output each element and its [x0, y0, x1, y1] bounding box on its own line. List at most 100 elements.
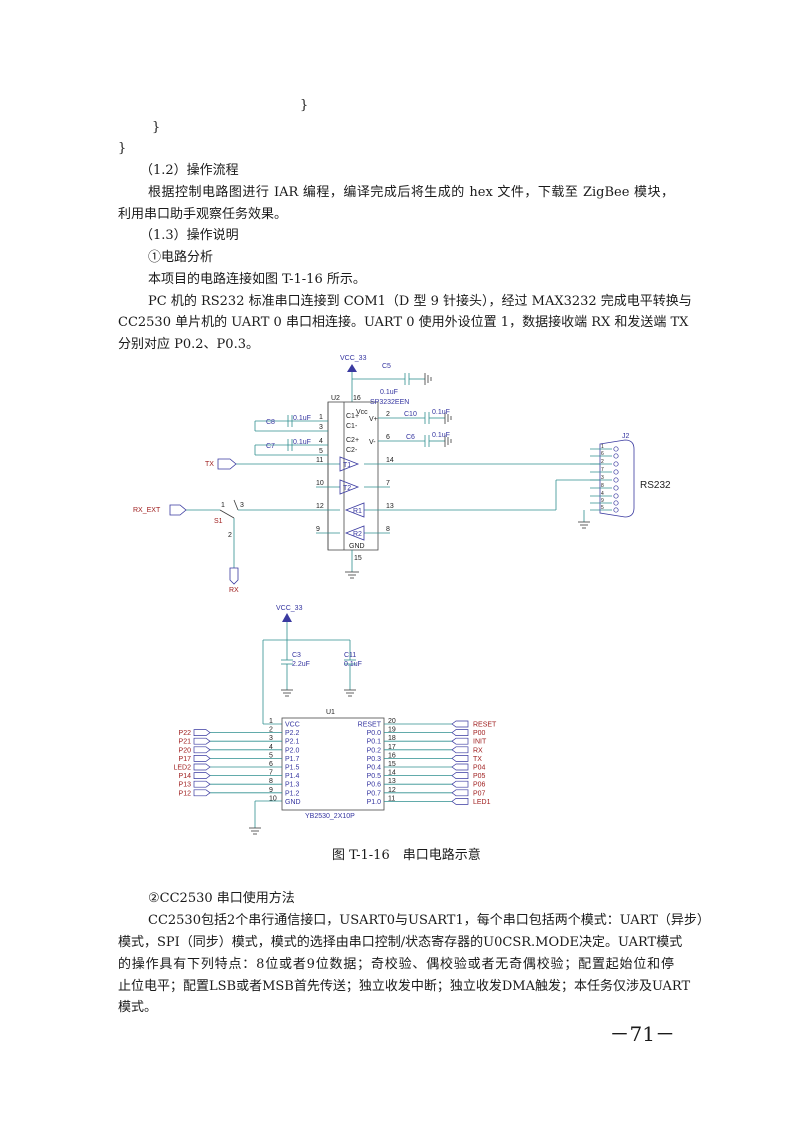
db9-pin-number: 9: [601, 498, 604, 504]
net-port: [193, 729, 211, 736]
u1-right-pin-number: 13: [388, 778, 396, 785]
db9-pin-dot: [613, 461, 619, 467]
pin-number: 7: [386, 480, 390, 487]
db9-pin-number: 1: [601, 444, 604, 450]
u1-left-pin-name: P1.5: [285, 765, 300, 772]
pin-number: 13: [386, 503, 394, 510]
buffer-label: R2: [353, 531, 362, 538]
u1-right-pin-number: 20: [388, 718, 396, 725]
paragraph-line: PC 机的 RS232 标准串口连接到 COM1（D 型 9 针接头），经过 M…: [148, 294, 692, 309]
pin-number: 1: [319, 414, 323, 421]
paragraph-line: 模式。: [118, 1000, 158, 1015]
net-port: [193, 763, 211, 771]
net-rx: RX: [229, 587, 239, 594]
pin-number: 16: [353, 395, 361, 402]
u1-left-pin-number: 1: [269, 718, 273, 725]
u1-right-pin-number: 17: [388, 744, 396, 751]
db9-pin-number: 3: [601, 475, 604, 481]
u1-right-pin-name: P1.0: [367, 799, 382, 806]
section-heading: （1.3）操作说明: [140, 228, 239, 243]
net-label: INIT: [473, 739, 487, 746]
u2-label: U2: [331, 395, 340, 402]
c6-value: 0.1uF: [432, 432, 450, 439]
u1-left-pin-number: 9: [269, 787, 273, 794]
net-rx-ext: RX_EXT: [133, 507, 161, 514]
paragraph-line: CC2530包括2个串行通信接口，USART0与USART1，每个串口包括两个模…: [148, 913, 710, 928]
code-brace: }: [300, 98, 309, 113]
vcc-label: VCC_33: [340, 355, 367, 362]
db9-pin-dot: [613, 469, 619, 475]
pin-name: C1+: [346, 413, 359, 420]
db9-pin-dot: [613, 493, 619, 499]
net-port: [451, 763, 469, 771]
paragraph-line: 根据控制电路图进行 IAR 编程，编译完成后将生成的 hex 文件，下载至 Zi…: [148, 185, 674, 200]
pin-number: 2: [228, 532, 232, 539]
u1-left-pin-name: P1.2: [285, 790, 300, 797]
subheading: ①电路分析: [148, 250, 214, 265]
paragraph-line: 本项目的电路连接如图 T-1-16 所示。: [148, 272, 366, 287]
pin-number: 8: [386, 526, 390, 533]
page-number: －71－: [609, 1022, 675, 1046]
net-port: [193, 737, 211, 745]
connector-label: J2: [622, 433, 630, 440]
net-port: [193, 780, 211, 788]
net-label: TX: [473, 756, 482, 763]
paragraph-line: 利用串口助手观察任务效果。: [118, 207, 288, 222]
pin-number: 15: [354, 555, 362, 562]
u1-right-pin-number: 15: [388, 761, 396, 768]
net-port: [451, 737, 469, 745]
subheading: ②CC2530 串口使用方法: [148, 891, 295, 906]
db9-pin-dot: [613, 453, 619, 459]
db9-pin-dot: [613, 477, 619, 483]
net-label: P04: [473, 765, 486, 772]
c8-value: 0.1uF: [293, 415, 311, 422]
net-label: P22: [179, 730, 192, 737]
net-label: P06: [473, 782, 486, 789]
u1-right-pin-name: P0.1: [367, 739, 382, 746]
part-name: YB2530_2X10P: [305, 813, 355, 820]
c7-value: 0.1uF: [293, 439, 311, 446]
c10-value: 0.1uF: [432, 409, 450, 416]
pin-number: 11: [316, 457, 323, 464]
figure-caption: 图 T-1-16 串口电路示意: [332, 848, 481, 863]
u1-right-pin-name: P0.5: [367, 773, 382, 780]
net-port: [451, 798, 469, 805]
u1-right-pin-name: P0.0: [367, 730, 382, 737]
net-port: [451, 729, 469, 736]
u1-left-pin-name: P2.1: [285, 739, 300, 746]
c7-label: C7: [266, 443, 275, 450]
chip-name: SP3232EEN: [370, 399, 409, 406]
u1-left-pin-number: 10: [269, 795, 277, 802]
net-label: LED2: [173, 765, 191, 772]
code-brace: }: [118, 141, 127, 156]
u1-left-pin-number: 5: [269, 752, 273, 759]
net-tx: TX: [205, 461, 214, 468]
net-port: [193, 746, 211, 754]
db9-pin-dot: [613, 500, 619, 506]
buffer-label: T2: [343, 485, 351, 492]
u1-right-pin-number: 18: [388, 735, 396, 742]
paragraph-line: 分别对应 P0.2、P0.3。: [118, 337, 259, 352]
db9-pin-number: 8: [601, 483, 604, 489]
db9-pin-dot: [613, 507, 619, 513]
u1-left-pin-name: P1.3: [285, 782, 300, 789]
c5-value: 0.1uF: [380, 389, 398, 396]
u1-left-pin-number: 2: [269, 727, 273, 734]
u1-left-pin-number: 7: [269, 770, 273, 777]
c11-label: C11: [344, 652, 356, 659]
c3-value: 2.2uF: [292, 661, 310, 668]
pin-name: Vcc: [356, 409, 368, 416]
pin-number: 12: [316, 503, 324, 510]
u1-right-pin-number: 12: [388, 787, 396, 794]
section-heading: （1.2）操作流程: [140, 163, 239, 178]
net-label: P05: [473, 773, 486, 780]
u1-left-pin-name: P1.7: [285, 756, 300, 763]
pin-number: 4: [319, 438, 323, 445]
net-port: [193, 772, 211, 779]
pin-number: 3: [240, 502, 244, 509]
c8-label: C8: [266, 419, 275, 426]
pin-number: 5: [319, 448, 323, 455]
u1-left-pin-name: P1.4: [285, 773, 300, 780]
pin-name: V-: [369, 439, 376, 446]
